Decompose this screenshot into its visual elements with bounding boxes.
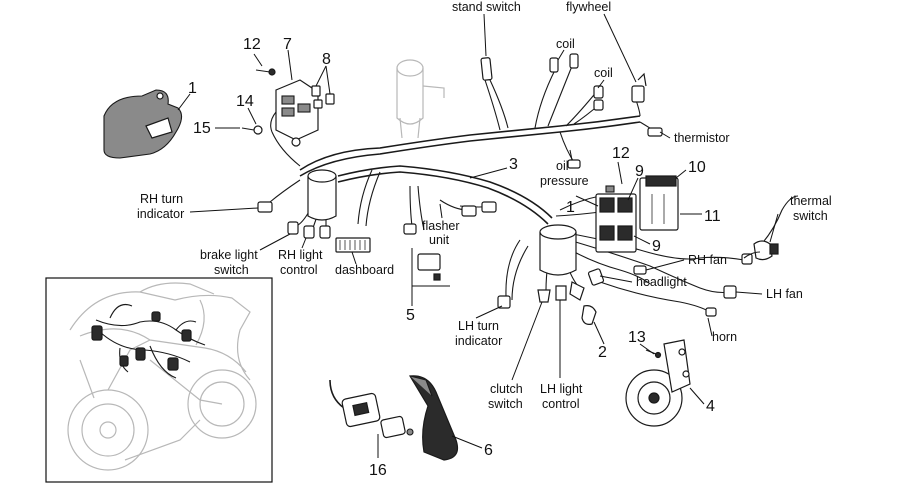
part-number-9-bottom: 9 [652, 238, 661, 255]
part-number-12-top: 12 [243, 36, 261, 53]
label-lh-light-2: control [542, 397, 580, 411]
rh-control-coil [307, 169, 337, 221]
label-stand-switch: stand switch [452, 0, 521, 14]
part-number-5: 5 [406, 307, 415, 324]
label-lh-turn-2: indicator [455, 334, 502, 348]
part-number-11: 11 [704, 208, 721, 225]
part-number-4: 4 [706, 398, 715, 415]
part-number-6: 6 [484, 442, 493, 459]
label-horn: horn [712, 330, 737, 344]
label-lh-fan: LH fan [766, 287, 803, 301]
leader-lines [177, 13, 779, 458]
label-brake-light-2: switch [214, 263, 249, 277]
part-number-10: 10 [688, 159, 706, 176]
label-coil-2: coil [594, 66, 613, 80]
part-number-9-top: 9 [635, 163, 644, 180]
label-lh-light-1: LH light [540, 382, 583, 396]
part-number-15: 15 [193, 120, 211, 137]
ignition-switch-ghost [396, 59, 445, 139]
label-rh-light-1: RH light [278, 248, 323, 262]
label-thermistor: thermistor [674, 131, 730, 145]
label-oil-pressure-1: oil [556, 159, 569, 173]
label-rh-fan: RH fan [688, 253, 727, 267]
part-number-12-right: 12 [612, 145, 630, 162]
part-number-16: 16 [369, 462, 387, 479]
inset-frame [45, 277, 273, 483]
label-flywheel: flywheel [566, 0, 611, 14]
part-number-13: 13 [628, 329, 646, 346]
part-number-3: 3 [509, 156, 518, 173]
motorcycle-overview-inset [45, 277, 273, 483]
label-oil-pressure-2: pressure [540, 174, 589, 188]
part-number-2: 2 [598, 344, 607, 361]
label-brake-light-1: brake light [200, 248, 258, 262]
label-thermal-1: thermal [790, 194, 832, 208]
thermal-switch-part [743, 251, 761, 259]
label-coil-1: coil [556, 37, 575, 51]
part-numbers: 1 12 7 8 14 15 3 1 12 9 10 11 9 5 2 13 4… [188, 36, 721, 479]
flasher-unit-part [411, 248, 450, 287]
relay-block [595, 175, 679, 253]
connectors [257, 53, 779, 325]
label-headlight: headlight [636, 275, 687, 289]
label-flasher-1: flasher [422, 219, 460, 233]
part-number-1-relay: 1 [566, 199, 575, 216]
label-thermal-2: switch [793, 209, 828, 223]
dashboard-bracket [241, 68, 335, 147]
label-rh-light-2: control [280, 263, 318, 277]
label-lh-turn-1: LH turn [458, 319, 499, 333]
part-number-7: 7 [283, 36, 292, 53]
label-clutch-2: switch [488, 397, 523, 411]
part-number-8: 8 [322, 51, 331, 68]
label-dashboard: dashboard [335, 263, 394, 277]
part-number-14: 14 [236, 93, 254, 110]
label-flasher-2: unit [429, 233, 450, 247]
horn-part [625, 339, 691, 427]
label-rh-turn-1: RH turn [140, 192, 183, 206]
bottom-assembly [329, 375, 459, 461]
label-rh-turn-2: indicator [137, 207, 184, 221]
label-clutch-1: clutch [490, 382, 523, 396]
rh-shield [103, 89, 183, 159]
part-number-1-shield: 1 [188, 80, 197, 97]
lh-control-coil [539, 224, 577, 276]
text-labels: stand switch flywheel coil coil thermist… [137, 0, 832, 411]
